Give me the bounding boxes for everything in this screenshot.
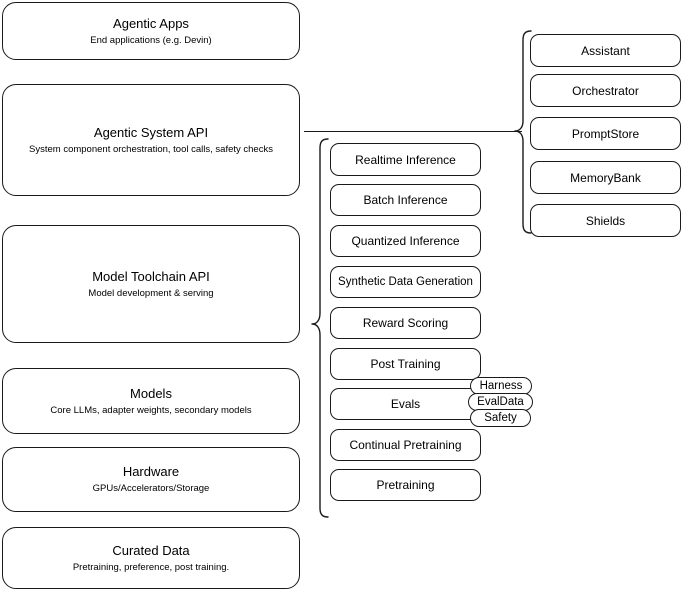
pill-batch-inference[interactable]: Batch Inference	[330, 184, 481, 216]
pill-reward-scoring[interactable]: Reward Scoring	[330, 307, 481, 339]
layer-title: Model Toolchain API	[92, 268, 210, 284]
layer-title: Models	[130, 385, 172, 401]
layer-box-model-toolchain-api[interactable]: Model Toolchain API Model development & …	[2, 225, 300, 343]
pill-continual-pretraining[interactable]: Continual Pretraining	[330, 429, 481, 461]
layer-box-hardware[interactable]: Hardware GPUs/Accelerators/Storage	[2, 447, 300, 512]
pill-post-training[interactable]: Post Training	[330, 348, 481, 380]
layer-title: Hardware	[122, 464, 180, 479]
pill-synthetic-data-generation[interactable]: Synthetic Data Generation	[330, 266, 481, 298]
pill-shields[interactable]: Shields	[530, 204, 681, 237]
badge-evaldata[interactable]: EvalData	[468, 393, 533, 411]
layer-box-models[interactable]: Models Core LLMs, adapter weights, secon…	[2, 368, 300, 434]
brace-system-components	[514, 30, 532, 234]
layer-box-agentic-apps[interactable]: Agentic Apps End applications (e.g. Devi…	[2, 2, 300, 60]
pill-evals[interactable]: Evals	[330, 388, 481, 420]
pill-assistant[interactable]: Assistant	[530, 34, 681, 67]
pill-pretraining[interactable]: Pretraining	[330, 469, 481, 501]
pill-promptstore[interactable]: PromptStore	[530, 117, 681, 150]
layer-title: Curated Data	[112, 542, 190, 558]
pill-quantized-inference[interactable]: Quantized Inference	[330, 225, 481, 257]
layer-subtitle: End applications (e.g. Devin)	[90, 34, 212, 46]
layer-subtitle: Model development & serving	[88, 287, 214, 299]
badge-harness[interactable]: Harness	[470, 377, 532, 395]
layer-title: Agentic Apps	[113, 15, 189, 31]
pill-orchestrator[interactable]: Orchestrator	[530, 74, 681, 107]
layer-box-curated-data[interactable]: Curated Data Pretraining, preference, po…	[2, 527, 300, 589]
pill-memorybank[interactable]: MemoryBank	[530, 161, 681, 194]
pill-realtime-inference[interactable]: Realtime Inference	[330, 143, 481, 176]
layer-box-agentic-system-api[interactable]: Agentic System API System component orch…	[2, 84, 300, 196]
layer-subtitle: Pretraining, preference, post training.	[72, 561, 230, 573]
layer-subtitle: System component orchestration, tool cal…	[29, 143, 273, 155]
layer-subtitle: GPUs/Accelerators/Storage	[92, 483, 210, 494]
layer-subtitle: Core LLMs, adapter weights, secondary mo…	[50, 404, 252, 416]
layer-title: Agentic System API	[93, 124, 209, 140]
connector-system-api-to-components	[304, 131, 522, 132]
badge-safety[interactable]: Safety	[470, 409, 531, 427]
brace-toolchain	[311, 138, 329, 518]
